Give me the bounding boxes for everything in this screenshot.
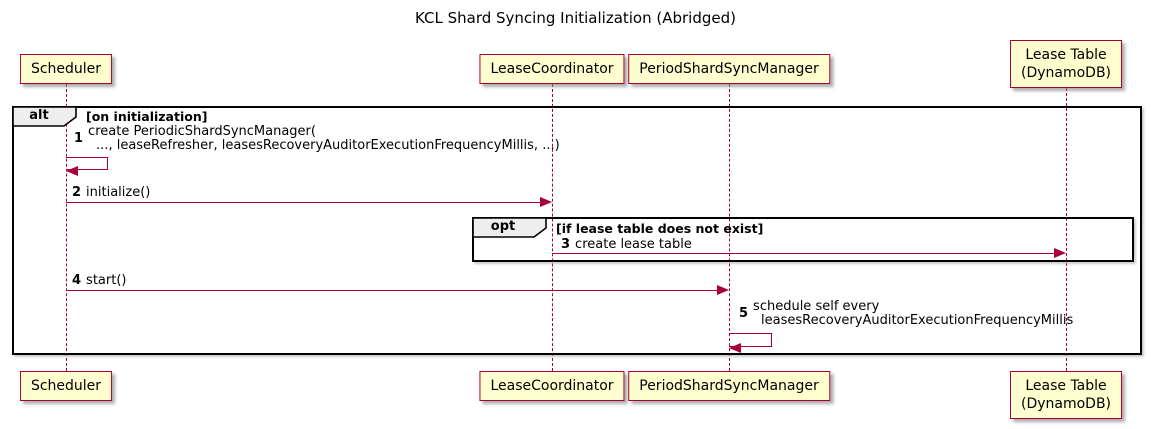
- participant-label: LeaseCoordinator: [490, 61, 614, 77]
- message-3: 3 create lease table: [561, 238, 692, 252]
- opt-frame-label: opt: [472, 217, 548, 243]
- message-1-text-line2: ..., leaseRefresher, leasesRecoveryAudit…: [96, 138, 560, 153]
- participant-label: PeriodShardSyncManager: [639, 61, 819, 77]
- arrow-scheduler-to-periodshardsyncmanager: [66, 290, 717, 291]
- participant-box-scheduler-bottom: Scheduler: [19, 371, 113, 401]
- self-arrow-periodshardsyncmanager: [729, 333, 772, 347]
- pentagon-shape: [472, 217, 547, 238]
- alt-frame: [12, 106, 1142, 355]
- participant-box-leasecoordinator-bottom: LeaseCoordinator: [479, 371, 625, 401]
- message-1-text-line1: create PeriodicShardSyncManager(: [88, 124, 316, 139]
- alt-condition: [on initialization]: [86, 109, 208, 124]
- participant-label: Lease Table: [1025, 378, 1107, 394]
- participant-box-periodshardsyncmanager-bottom: PeriodShardSyncManager: [628, 371, 830, 401]
- alt-frame-label: alt: [12, 106, 78, 132]
- participant-label: Scheduler: [30, 61, 102, 77]
- message-2: 2 initialize(): [72, 186, 150, 200]
- opt-condition: [if lease table does not exist]: [556, 221, 764, 236]
- participant-label: (DynamoDB): [1020, 396, 1112, 412]
- opt-frame: [472, 217, 1134, 262]
- arrowhead-left-icon: [729, 343, 741, 353]
- participant-box-leasecoordinator-top: LeaseCoordinator: [479, 54, 625, 84]
- arrowhead-left-icon: [66, 166, 78, 176]
- participant-label: Lease Table: [1025, 47, 1107, 63]
- message-2-number: 2: [72, 185, 82, 200]
- lifeline-scheduler: [66, 84, 67, 371]
- arrowhead-right-icon: [717, 285, 729, 295]
- message-4: 4 start(): [72, 274, 126, 288]
- participant-box-leasetable-top: Lease Table (DynamoDB): [1009, 40, 1123, 88]
- participant-box-periodshardsyncmanager-top: PeriodShardSyncManager: [628, 54, 830, 84]
- participant-box-scheduler-top: Scheduler: [19, 54, 113, 84]
- message-4-text: start(): [86, 273, 127, 288]
- participant-label: PeriodShardSyncManager: [639, 378, 819, 394]
- participant-label: Scheduler: [30, 378, 102, 394]
- arrow-leasecoordinator-to-leasetable: [552, 253, 1054, 254]
- arrow-scheduler-to-leasecoordinator: [66, 202, 540, 203]
- message-5-text-line1: schedule self every: [753, 299, 880, 314]
- opt-keyword: opt: [490, 219, 516, 234]
- participant-label: LeaseCoordinator: [490, 378, 614, 394]
- message-2-text: initialize(): [86, 185, 151, 200]
- diagram-title: KCL Shard Syncing Initialization (Abridg…: [415, 9, 736, 27]
- arrowhead-right-icon: [540, 197, 552, 207]
- participant-label: (DynamoDB): [1020, 65, 1112, 81]
- arrowhead-right-icon: [1054, 248, 1066, 258]
- lifeline-lease-table: [1066, 88, 1067, 371]
- self-arrow-scheduler: [66, 157, 108, 170]
- pentagon-shape: [12, 106, 77, 127]
- alt-keyword: alt: [29, 108, 49, 123]
- message-5-number: 5: [739, 306, 749, 321]
- message-4-number: 4: [72, 273, 82, 288]
- message-1: 1 create PeriodicShardSyncManager( ..., …: [74, 125, 560, 153]
- message-1-number: 1: [74, 131, 84, 146]
- message-3-text: create lease table: [575, 237, 692, 252]
- message-3-number: 3: [561, 237, 571, 252]
- message-5: 5 schedule self every leasesRecoveryAudi…: [739, 300, 1073, 328]
- participant-box-leasetable-bottom: Lease Table (DynamoDB): [1009, 371, 1123, 419]
- lifeline-lease-coordinator: [552, 84, 553, 371]
- lifeline-period-shard-sync-manager: [729, 84, 730, 371]
- message-5-text-line2: leasesRecoveryAuditorExecutionFrequencyM…: [761, 313, 1074, 328]
